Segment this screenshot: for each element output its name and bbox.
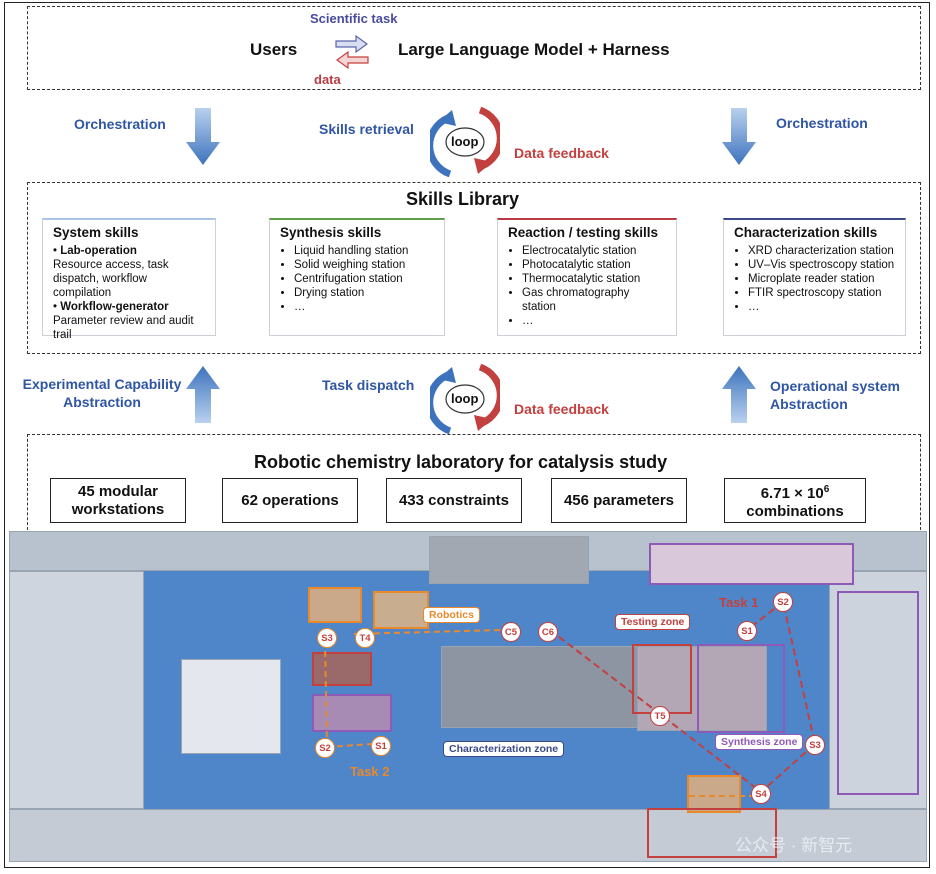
orchestration-left-label: Orchestration bbox=[74, 116, 166, 132]
list-item: … bbox=[522, 314, 666, 328]
experimental-capability-label: Experimental Capability Abstraction bbox=[22, 376, 182, 410]
skills-library-title: Skills Library bbox=[406, 189, 520, 209]
synthesis-skills-card: Synthesis skills Liquid handling station… bbox=[269, 218, 445, 336]
reaction-testing-skills-card: Reaction / testing skills Electrocatalyt… bbox=[497, 218, 677, 336]
stat-parameters: 456 parameters bbox=[551, 478, 687, 523]
workstation bbox=[441, 646, 641, 728]
list-item: Gas chromatography station bbox=[522, 286, 666, 314]
system-skills-title: System skills bbox=[53, 225, 139, 240]
figure-frame bbox=[4, 2, 930, 868]
watermark: 公众号 · 新智元 bbox=[735, 836, 853, 855]
data-feedback-label-top: Data feedback bbox=[514, 145, 609, 161]
marker-s1-right: S1 bbox=[737, 621, 757, 641]
marker-s2-right: S2 bbox=[773, 592, 793, 612]
workstation bbox=[429, 536, 589, 584]
robotics-zone-label: Robotics bbox=[423, 607, 480, 623]
purple-station-outline bbox=[837, 591, 919, 795]
workflow-generator-desc: Parameter review and audit trail bbox=[53, 315, 194, 341]
marker-s2-left: S2 bbox=[315, 738, 335, 758]
purple-station-outline bbox=[697, 644, 785, 733]
list-item: Liquid handling station bbox=[294, 244, 434, 258]
marker-s3-right: S3 bbox=[805, 735, 825, 755]
task-paths bbox=[324, 600, 817, 797]
marker-c5: C5 bbox=[501, 622, 521, 642]
purple-station-outline bbox=[312, 694, 392, 732]
red-station-outline bbox=[312, 652, 372, 686]
users-label: Users bbox=[250, 40, 298, 59]
stat-constraints: 433 constraints bbox=[386, 478, 522, 523]
skills-retrieval-label: Skills retrieval bbox=[319, 121, 414, 137]
synthesis-skills-title: Synthesis skills bbox=[280, 225, 382, 240]
list-item: Electrocatalytic station bbox=[522, 244, 666, 258]
bottom-bench bbox=[9, 809, 927, 862]
llm-label: Large Language Model + Harness bbox=[398, 40, 670, 59]
list-item: Photocatalytic station bbox=[522, 258, 666, 272]
top-box bbox=[27, 6, 921, 90]
red-station-outline bbox=[647, 808, 777, 858]
orange-station-outline bbox=[687, 775, 741, 813]
up-arrow-left-icon bbox=[186, 366, 220, 423]
orchestration-right-label: Orchestration bbox=[776, 115, 868, 131]
testing-zone-label: Testing zone bbox=[615, 614, 691, 630]
workflow-generator-item: • Workflow-generator bbox=[53, 301, 169, 313]
loop-label-bottom: loop bbox=[451, 391, 479, 406]
characterization-zone-label: Characterization zone bbox=[443, 741, 565, 757]
task1-label: Task 1 bbox=[719, 595, 759, 610]
loop-cycle-icon-top bbox=[430, 106, 500, 178]
loop-cycle-icon-bottom bbox=[430, 363, 500, 435]
system-skills-card: System skills • Lab-operation Resource a… bbox=[42, 218, 216, 341]
data-feedback-label-bottom: Data feedback bbox=[514, 401, 609, 417]
list-item: … bbox=[748, 300, 895, 314]
list-item: Solid weighing station bbox=[294, 258, 434, 272]
list-item: XRD characterization station bbox=[748, 244, 895, 258]
marker-s3-left: S3 bbox=[317, 628, 337, 648]
list-item: FTIR spectroscopy station bbox=[748, 286, 895, 300]
down-arrow-left-icon bbox=[186, 108, 220, 165]
orange-station-outline bbox=[308, 587, 362, 623]
list-item: … bbox=[294, 300, 434, 314]
left-bench bbox=[9, 571, 144, 809]
list-item: Centrifugation station bbox=[294, 272, 434, 286]
marker-s1-left: S1 bbox=[371, 736, 391, 756]
workstation bbox=[649, 543, 854, 585]
list-item: Thermocatalytic station bbox=[522, 272, 666, 286]
orange-station-outline bbox=[373, 591, 429, 629]
list-item: Drying station bbox=[294, 286, 434, 300]
marker-t4: T4 bbox=[355, 628, 375, 648]
reaction-testing-skills-title: Reaction / testing skills bbox=[508, 225, 659, 240]
loop-label-top: loop bbox=[451, 134, 479, 149]
operational-system-label: Operational system Abstraction bbox=[770, 378, 900, 412]
right-bench bbox=[829, 571, 927, 809]
lab-title: Robotic chemistry laboratory for catalys… bbox=[254, 452, 668, 472]
scientific-task-label: Scientific task bbox=[310, 11, 398, 26]
data-label: data bbox=[314, 72, 341, 87]
down-arrow-right-icon bbox=[722, 108, 756, 165]
workstation bbox=[181, 659, 281, 754]
stat-workstations: 45 modular workstations bbox=[50, 478, 186, 523]
list-item: UV–Vis spectroscopy station bbox=[748, 258, 895, 272]
task-dispatch-label: Task dispatch bbox=[322, 377, 415, 393]
characterization-skills-card: Characterization skills XRD characteriza… bbox=[723, 218, 906, 336]
synthesis-zone-label: Synthesis zone bbox=[715, 734, 804, 750]
lab-box bbox=[27, 434, 921, 530]
marker-c6: C6 bbox=[538, 622, 558, 642]
characterization-skills-title: Characterization skills bbox=[734, 225, 878, 240]
lab-operation-item: • Lab-operation bbox=[53, 245, 137, 257]
exchange-arrows-icon bbox=[335, 34, 369, 70]
stat-operations: 62 operations bbox=[222, 478, 358, 523]
marker-t5: T5 bbox=[650, 706, 670, 726]
up-arrow-right-icon bbox=[722, 366, 756, 423]
skills-library-box bbox=[27, 182, 921, 354]
marker-s4: S4 bbox=[751, 784, 771, 804]
lab-operation-desc: Resource access, task dispatch, workflow… bbox=[53, 259, 169, 299]
list-item: Microplate reader station bbox=[748, 272, 895, 286]
lab-overhead-photo: Robotics Testing zone Characterization z… bbox=[9, 531, 927, 862]
task2-label: Task 2 bbox=[350, 764, 390, 779]
stat-combinations: 6.71 × 106 combinations bbox=[724, 478, 866, 523]
